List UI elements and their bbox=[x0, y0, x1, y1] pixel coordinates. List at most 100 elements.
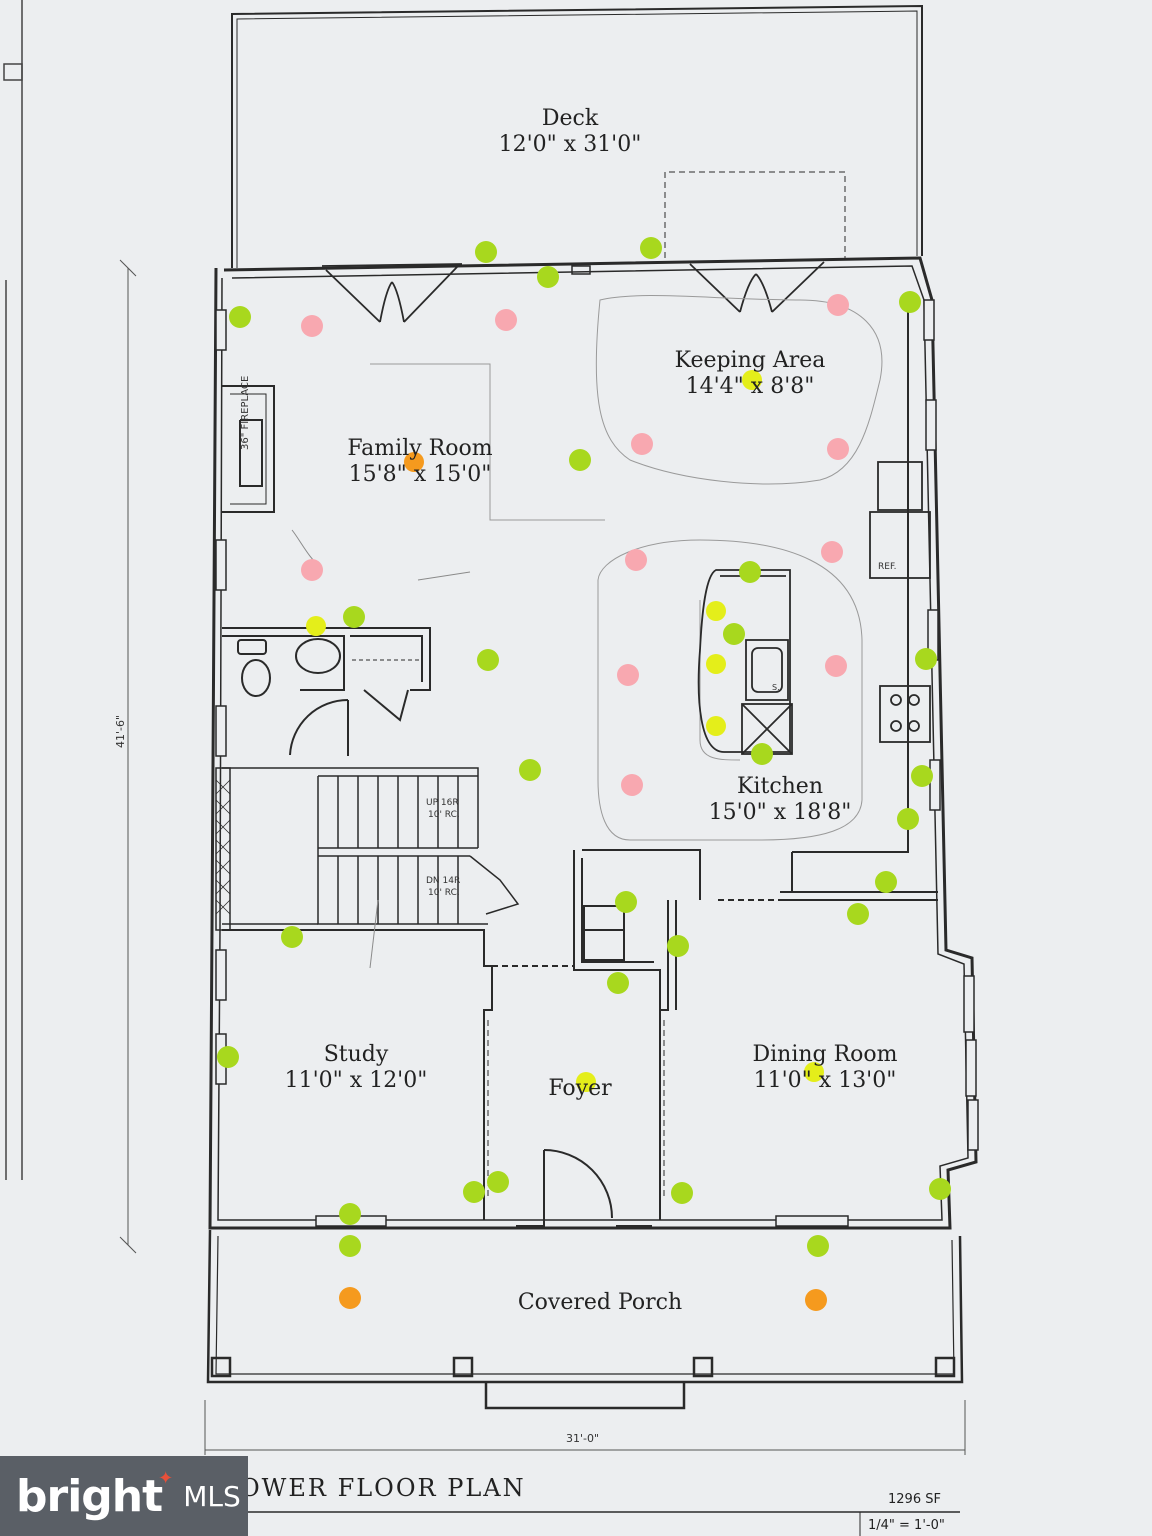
stair-treads-upper bbox=[337, 776, 459, 848]
orange-markers bbox=[339, 452, 827, 1311]
sink-label: S. bbox=[772, 683, 780, 692]
yellow-dot bbox=[742, 370, 762, 390]
cooktop bbox=[879, 685, 931, 743]
green-dot bbox=[929, 1178, 951, 1200]
vent bbox=[571, 265, 591, 275]
green-dot bbox=[281, 926, 303, 948]
covered-porch-label: Covered Porch bbox=[500, 1290, 700, 1316]
kitchen-island bbox=[697, 569, 791, 753]
stair-up-ceiling-label: 10' RC. bbox=[428, 810, 460, 820]
green-markers bbox=[217, 237, 951, 1257]
study-size: 11'0" x 12'0" bbox=[284, 1068, 428, 1093]
pink-dot bbox=[825, 655, 847, 677]
keeping-area-name: Keeping Area bbox=[674, 348, 826, 373]
width-dimension-line bbox=[204, 1400, 966, 1455]
green-dot bbox=[217, 1046, 239, 1068]
foyer-name: Foyer bbox=[548, 1076, 612, 1101]
front-door bbox=[516, 1149, 652, 1228]
fireplace-label: 36" FIREPLACE bbox=[240, 375, 251, 450]
pink-dot bbox=[821, 541, 843, 563]
yellow-dot bbox=[804, 1062, 824, 1082]
refrigerator-label: REF. bbox=[878, 562, 897, 572]
green-dot bbox=[339, 1203, 361, 1225]
yellow-dot bbox=[576, 1072, 596, 1092]
pink-dot bbox=[827, 438, 849, 460]
deck-name: Deck bbox=[541, 106, 599, 131]
green-dot bbox=[723, 623, 745, 645]
foyer-label: Foyer bbox=[520, 1076, 640, 1102]
yellow-dot bbox=[706, 716, 726, 736]
study-label: Study 11'0" x 12'0" bbox=[266, 1042, 446, 1094]
interior-walls bbox=[222, 300, 938, 1220]
hatch-pattern bbox=[215, 779, 231, 915]
green-dot bbox=[899, 291, 921, 313]
green-dot bbox=[487, 1171, 509, 1193]
fireplace bbox=[222, 385, 275, 513]
yellow-markers bbox=[306, 370, 824, 1092]
green-dot bbox=[569, 449, 591, 471]
dining-room-label: Dining Room 11'0" x 13'0" bbox=[730, 1042, 920, 1094]
pink-markers bbox=[301, 294, 849, 796]
stair-up-label: UP 16R bbox=[426, 798, 459, 808]
pink-dot bbox=[617, 664, 639, 686]
orange-dot bbox=[339, 1287, 361, 1309]
green-dot bbox=[751, 743, 773, 765]
keeping-area-label: Keeping Area 14'4" x 8'8" bbox=[660, 348, 840, 400]
deck-label: Deck 12'0" x 31'0" bbox=[480, 106, 660, 158]
pink-dot bbox=[827, 294, 849, 316]
family-room-size: 15'8" x 15'0" bbox=[348, 462, 492, 487]
green-dot bbox=[343, 606, 365, 628]
pink-dot bbox=[495, 309, 517, 331]
refrigerator bbox=[869, 511, 931, 579]
height-dimension-line bbox=[119, 259, 137, 1254]
green-dot bbox=[229, 306, 251, 328]
pink-dot bbox=[621, 774, 643, 796]
kitchen-name: Kitchen bbox=[737, 774, 823, 799]
green-dot bbox=[671, 1182, 693, 1204]
pink-dot bbox=[301, 315, 323, 337]
green-dot bbox=[519, 759, 541, 781]
green-dot bbox=[537, 266, 559, 288]
french-doors-keeping bbox=[684, 259, 829, 313]
green-dot bbox=[897, 808, 919, 830]
green-dot bbox=[477, 649, 499, 671]
green-dot bbox=[463, 1181, 485, 1203]
green-dot bbox=[607, 972, 629, 994]
keeping-area-size: 14'4" x 8'8" bbox=[685, 374, 815, 399]
green-dot bbox=[667, 935, 689, 957]
kitchen-label: Kitchen 15'0" x 18'8" bbox=[690, 774, 870, 826]
plan-title: OWER FLOOR PLAN bbox=[240, 1474, 526, 1502]
porch-outline bbox=[206, 1229, 964, 1410]
deck-size: 12'0" x 31'0" bbox=[498, 132, 642, 157]
kitchen-size: 15'0" x 18'8" bbox=[708, 800, 852, 825]
green-dot bbox=[640, 237, 662, 259]
orange-dot bbox=[404, 452, 424, 472]
powder-room bbox=[222, 627, 431, 756]
green-dot bbox=[875, 871, 897, 893]
adjacent-sheet-edge bbox=[3, 0, 23, 1180]
green-dot bbox=[475, 241, 497, 263]
dining-room-size: 11'0" x 13'0" bbox=[753, 1068, 897, 1093]
pink-dot bbox=[625, 549, 647, 571]
family-room-name: Family Room bbox=[347, 436, 493, 461]
orange-dot bbox=[805, 1289, 827, 1311]
pink-dot bbox=[301, 559, 323, 581]
stair-treads-lower bbox=[337, 856, 459, 924]
pink-dot bbox=[631, 433, 653, 455]
covered-porch-name: Covered Porch bbox=[517, 1290, 683, 1315]
green-dot bbox=[915, 648, 937, 670]
yellow-dot bbox=[706, 601, 726, 621]
pencil-sketch-lines bbox=[370, 295, 883, 841]
green-dot bbox=[739, 561, 761, 583]
deck-outline bbox=[231, 4, 923, 268]
green-dot bbox=[807, 1235, 829, 1257]
french-doors-family bbox=[321, 263, 463, 323]
logo-brand: bright bbox=[16, 1470, 163, 1522]
study-name: Study bbox=[323, 1042, 389, 1067]
height-dimension-label: 41'-6" bbox=[114, 714, 127, 748]
exterior-walls bbox=[208, 256, 978, 1230]
green-dot bbox=[847, 903, 869, 925]
staircase bbox=[222, 767, 520, 925]
stair-down-ceiling-label: 10' RC. bbox=[428, 888, 460, 898]
